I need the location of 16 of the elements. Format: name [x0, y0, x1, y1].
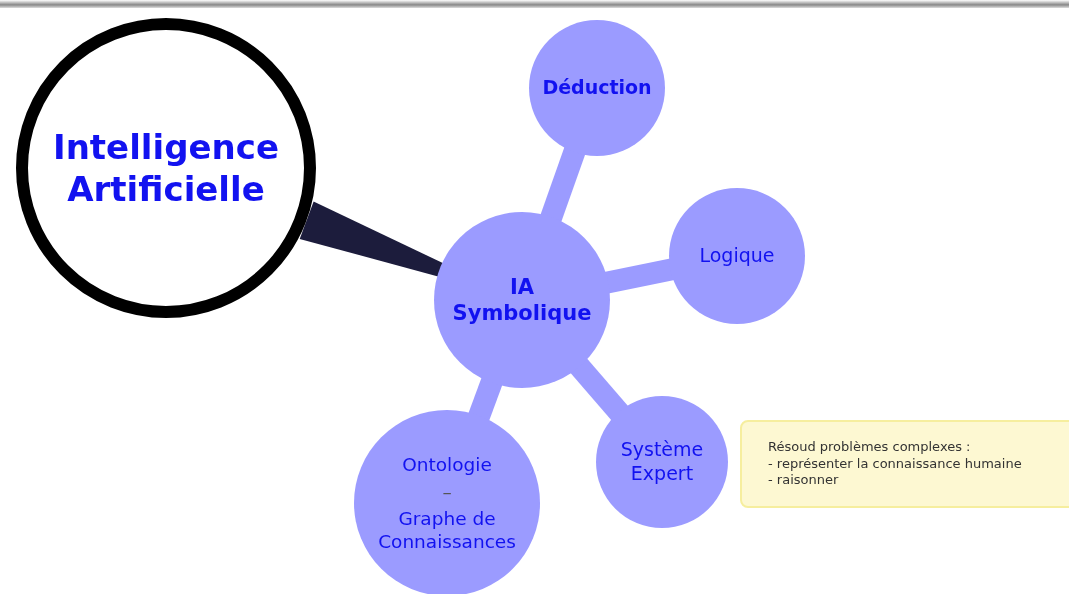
- note-line: - représenter la connaissance humaine: [768, 455, 1022, 473]
- node-label: Logique: [699, 244, 775, 268]
- branch-connector: [604, 258, 675, 294]
- note-line: - raisonner: [768, 472, 839, 490]
- node-label: Déduction: [542, 76, 652, 100]
- tapered-connector: [299, 201, 444, 277]
- note-box: [740, 420, 1069, 508]
- node-label: Système Expert: [619, 438, 705, 486]
- branch-connector: [540, 146, 586, 223]
- node-label: Graphe de Connaissances: [377, 507, 517, 554]
- note-line: Résoud problèmes complexes :: [768, 438, 971, 456]
- branch-connector: [569, 357, 629, 421]
- node-label: Ontologie: [402, 452, 492, 476]
- node-label: Intelligence Artificielle: [52, 125, 280, 211]
- node-label: IA Symbolique: [451, 273, 593, 327]
- node-label: –: [442, 479, 452, 503]
